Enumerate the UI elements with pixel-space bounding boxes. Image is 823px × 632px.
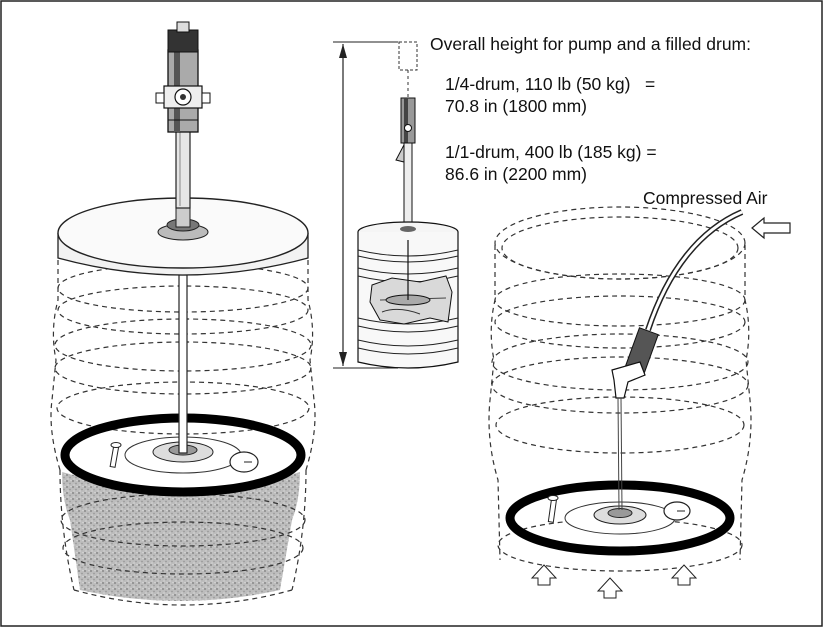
diagram-heading: Overall height for pump and a filled dru… xyxy=(430,34,751,54)
spec-quarter-drum-line2: 70.8 in (1800 mm) xyxy=(445,96,588,116)
spec-quarter-drum-line1: 1/4-drum, 110 lb (50 kg) = xyxy=(445,74,656,94)
drum-contents xyxy=(62,472,300,601)
height-dimension-arrow xyxy=(333,41,398,369)
air-inlet-arrow xyxy=(751,216,791,240)
right-drum-assembly xyxy=(488,206,752,599)
compressed-air-label: Compressed Air xyxy=(643,188,768,208)
air-flow-arrow xyxy=(530,564,698,599)
air-gun-icon xyxy=(611,327,659,511)
spec-full-drum-line2: 86.6 in (2200 mm) xyxy=(445,164,588,184)
spec-full-drum-line1: 1/1-drum, 400 lb (185 kg) = xyxy=(445,142,657,162)
right-follower-ring xyxy=(505,480,735,556)
small-drum-illustration xyxy=(357,41,459,369)
left-drum-assembly xyxy=(50,21,316,606)
